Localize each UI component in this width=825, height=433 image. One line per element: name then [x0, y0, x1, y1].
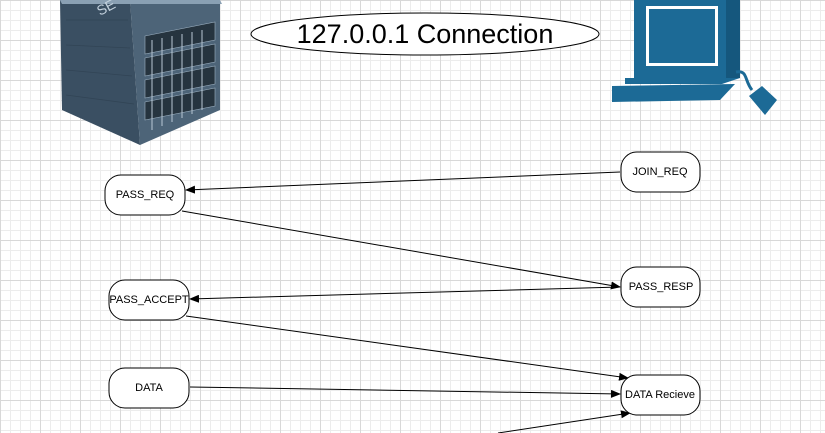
title-ellipse [250, 12, 600, 56]
node-pass-resp[interactable]: PASS_RESP [620, 266, 701, 308]
node-data-label: DATA [135, 382, 163, 394]
arrow-pass-resp-to-pass-accept [189, 286, 621, 303]
node-join-req[interactable]: JOIN_REQ [620, 151, 701, 193]
node-data-recieve[interactable]: DATA Recieve [620, 374, 701, 416]
arrow-pass-req-to-pass-resp [181, 210, 621, 290]
computer-icon[interactable] [612, 0, 777, 115]
node-join-req-label: JOIN_REQ [632, 166, 687, 178]
node-pass-req[interactable]: PASS_REQ [104, 174, 186, 216]
node-data[interactable]: DATA [108, 367, 190, 409]
arrow-incoming-to-data-recieve [497, 410, 631, 433]
arrow-join-req-to-pass-req [185, 171, 621, 194]
arrow-pass-accept-to-data-recieve [185, 315, 629, 381]
node-data-recieve-label: DATA Recieve [625, 389, 695, 401]
node-pass-accept-label: PASS_ACCEPT [109, 294, 189, 306]
node-pass-resp-label: PASS_RESP [629, 281, 694, 293]
server-icon[interactable]: SE [60, 0, 222, 145]
arrow-data-to-data-recieve [189, 386, 621, 398]
node-pass-accept[interactable]: PASS_ACCEPT [108, 279, 190, 321]
diagram-title: 127.0.0.1 Connection [297, 19, 554, 49]
node-pass-req-label: PASS_REQ [116, 189, 175, 201]
